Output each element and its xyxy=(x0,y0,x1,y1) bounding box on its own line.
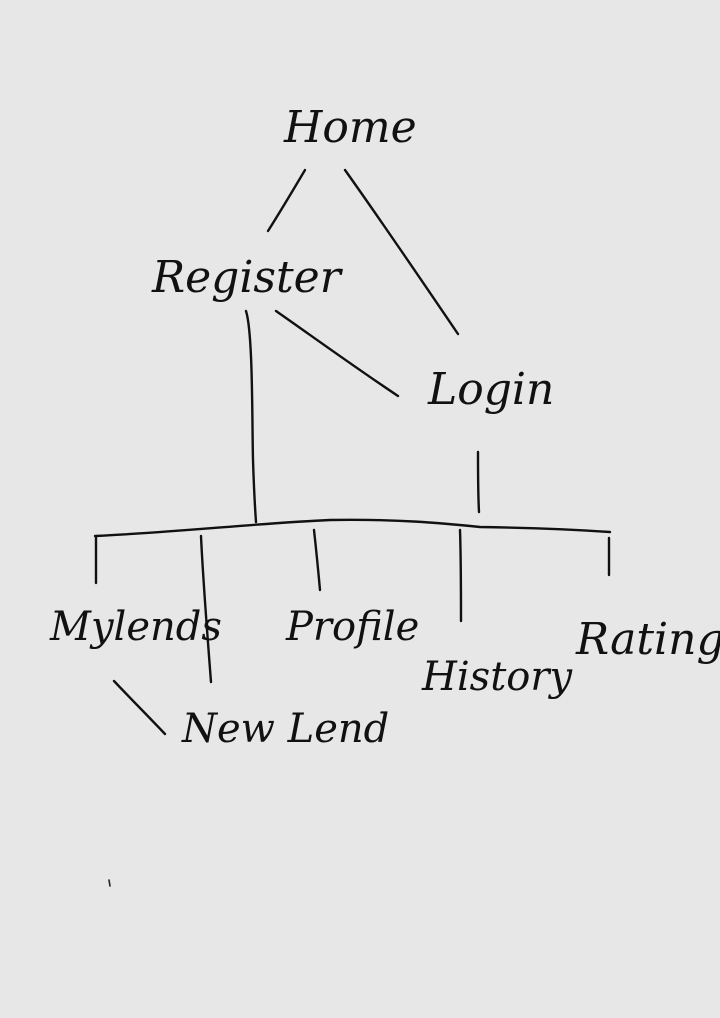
edge-login-bus xyxy=(476,450,481,514)
edge-home-login xyxy=(343,168,460,336)
node-label-profile: Profile xyxy=(285,604,419,650)
edge-mylends-new-lend xyxy=(112,679,167,736)
edge-bus-new-lend xyxy=(199,534,213,684)
node-label-new-lend: New Lend xyxy=(181,706,389,752)
edge-register-bus xyxy=(244,309,258,524)
edge-home-register xyxy=(266,168,307,233)
node-label-login: Login xyxy=(427,364,554,415)
edge-register-login xyxy=(274,309,400,398)
horizontal-bus xyxy=(93,518,612,538)
node-label-history: History xyxy=(421,654,573,700)
node-label-home: Home xyxy=(283,102,417,153)
edge-bus-profile xyxy=(312,528,322,592)
node-label-ratings: Ratings xyxy=(575,614,720,665)
stray-pen-mark xyxy=(108,879,111,887)
node-label-register: Register xyxy=(151,252,344,303)
edge-bus-history xyxy=(458,528,463,623)
node-label-mylends: Mylends xyxy=(49,604,222,650)
